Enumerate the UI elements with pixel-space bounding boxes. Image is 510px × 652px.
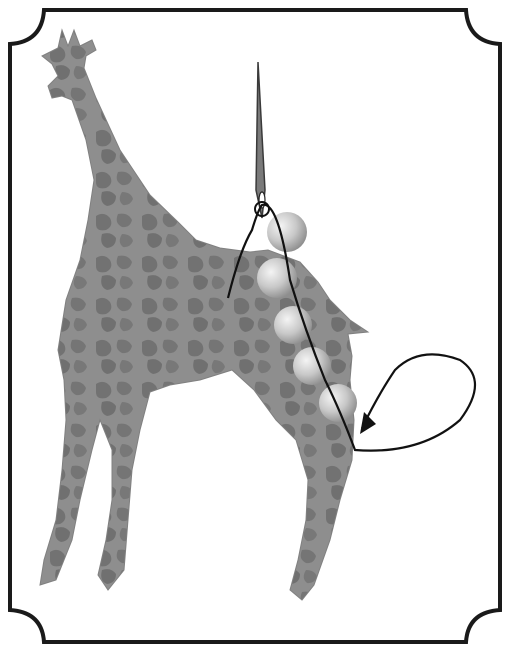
bead-icon <box>257 258 297 298</box>
bead-icon <box>267 212 307 252</box>
bead-icon <box>319 384 357 422</box>
bead-icon <box>274 306 312 344</box>
